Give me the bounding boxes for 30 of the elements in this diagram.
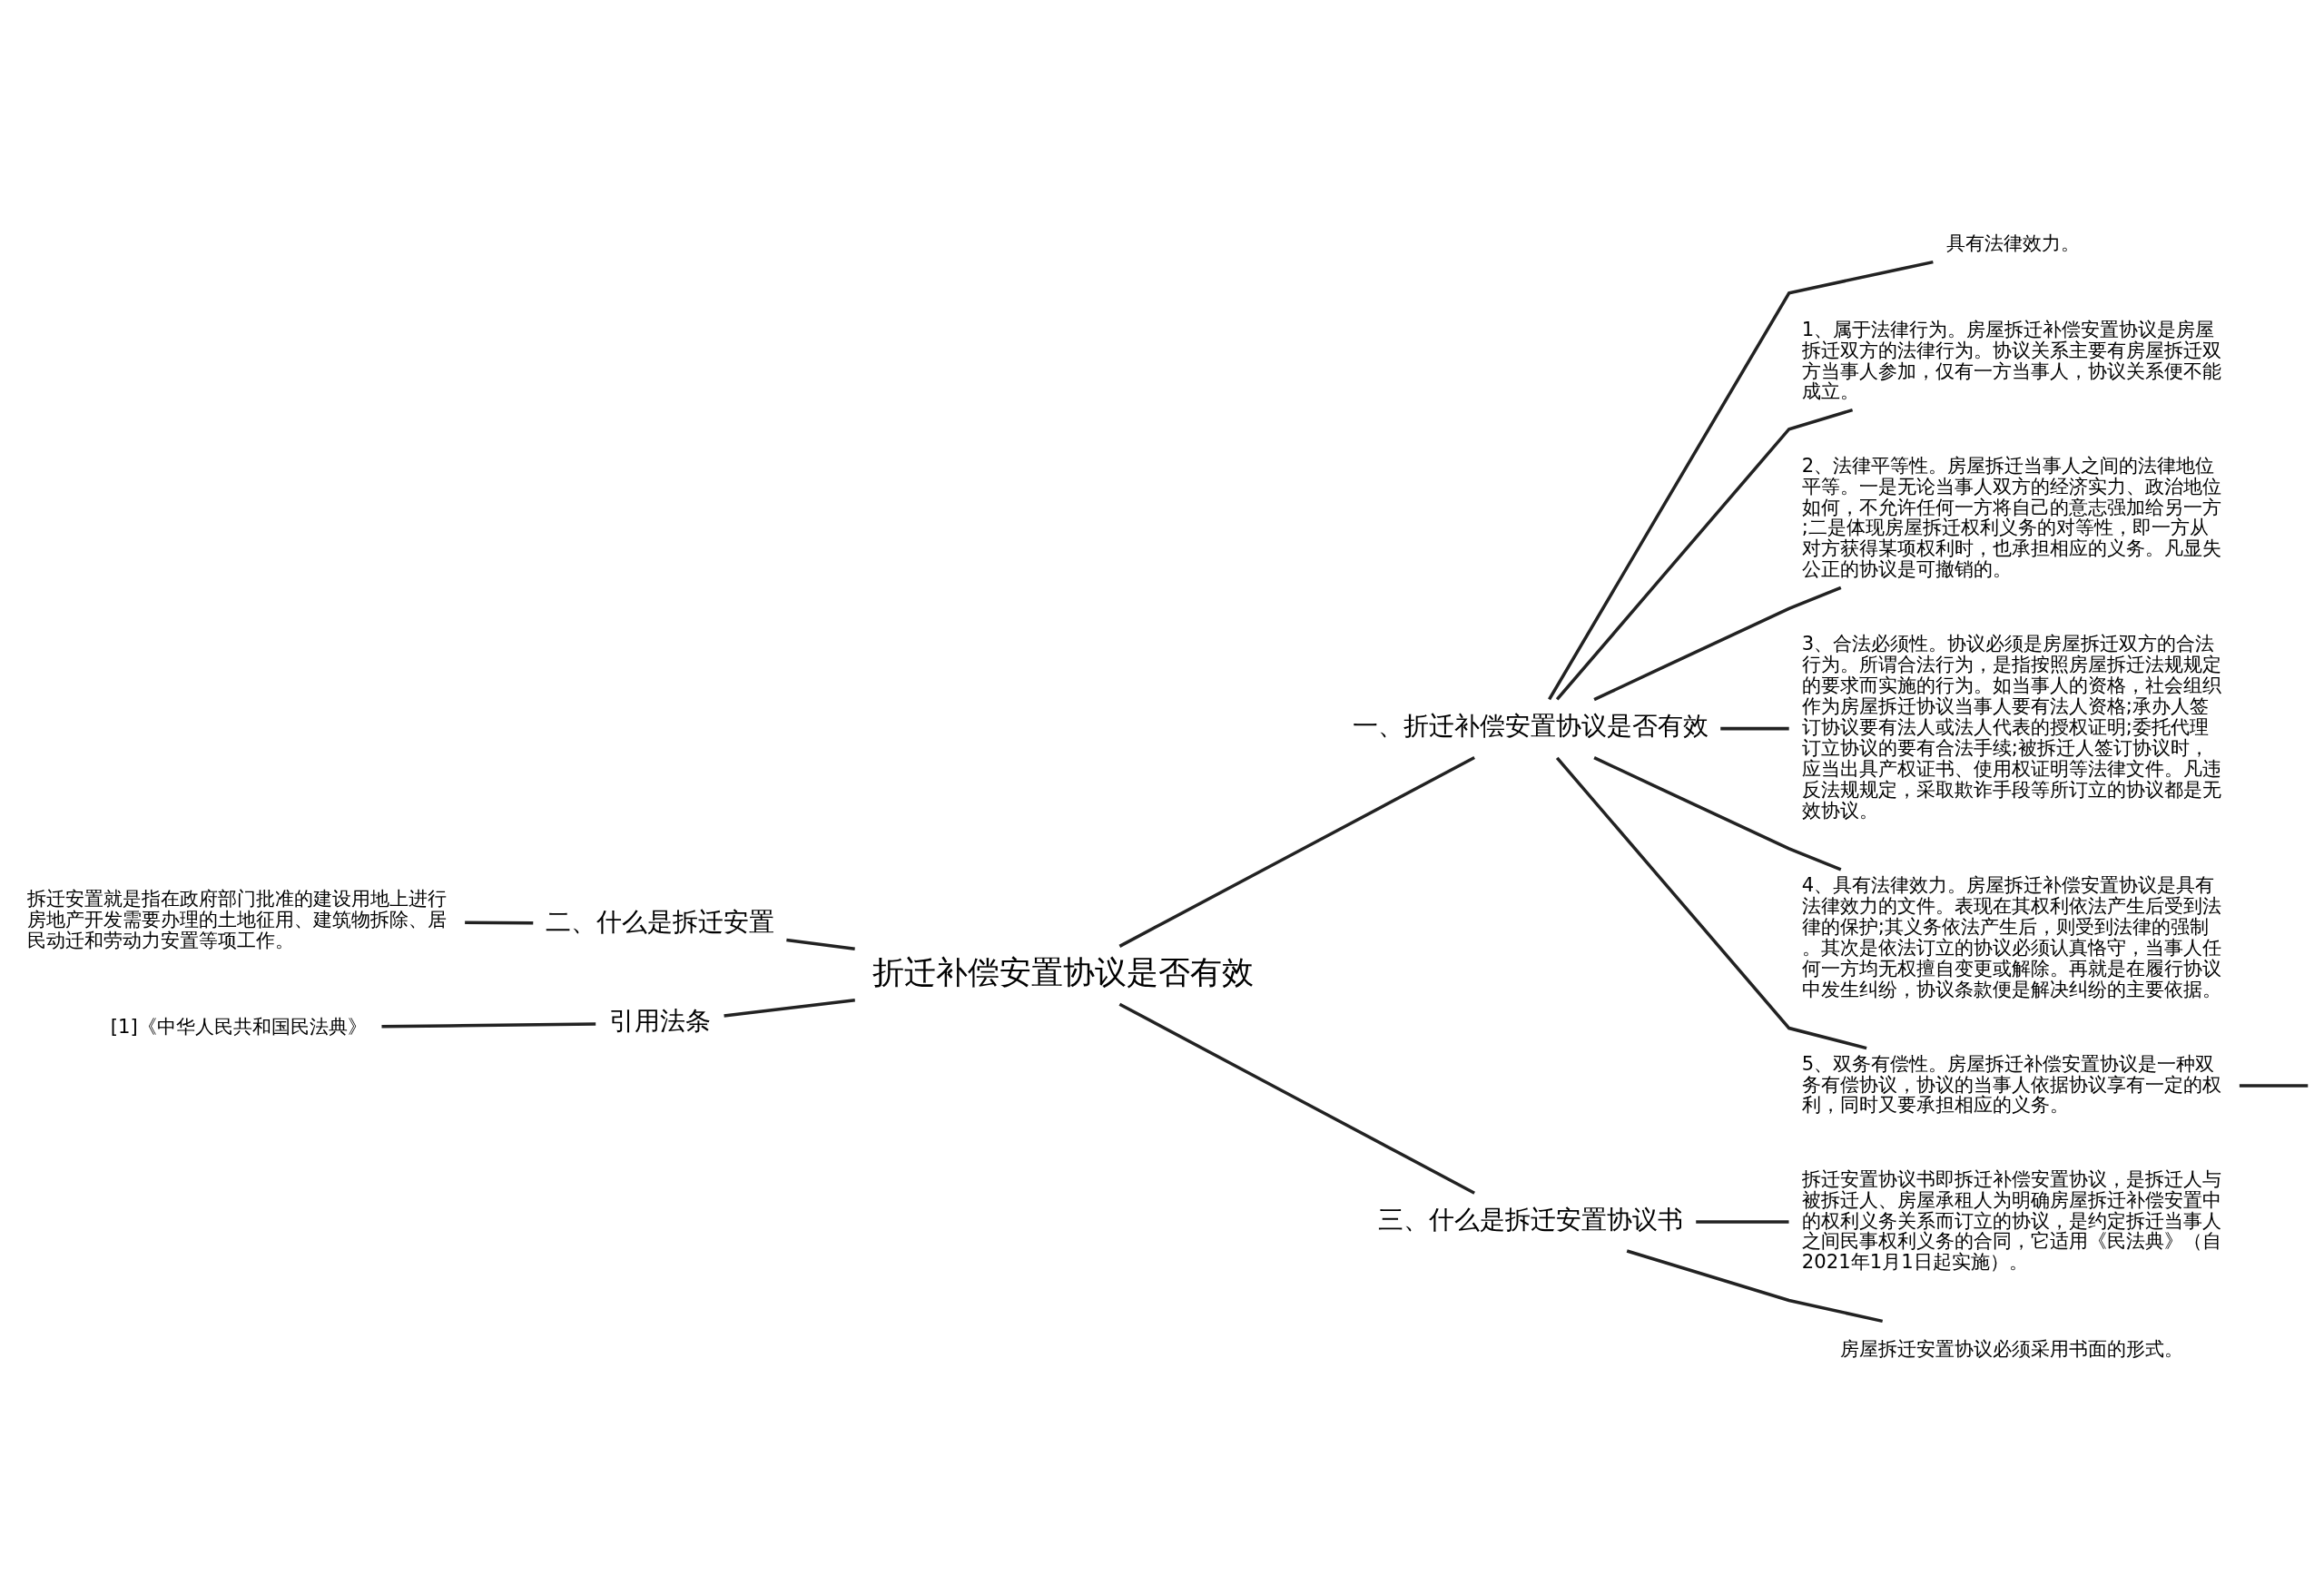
node-text: 5、双务有偿性。房屋拆迁补偿安置协议是一种双务有偿协议，协议的当事人依据协议享有一定的权利，同时又要承担相应的义务。 bbox=[1801, 1051, 2221, 1117]
node-text: 折迁补偿安置协议是否有效 bbox=[872, 953, 1255, 991]
node-text: 一、折迁补偿安置协议是否有效 bbox=[1352, 711, 1709, 742]
connector bbox=[1626, 1249, 1884, 1324]
connector bbox=[1720, 726, 1789, 731]
connector bbox=[1118, 1002, 1475, 1195]
connector bbox=[724, 998, 855, 1018]
connector bbox=[1548, 260, 1934, 701]
node-text: 1、属于法律行为。房屋拆迁补偿安置协议是房屋拆迁双方的法律行为。协议关系主要有房屋拆迁双方当事人参加，仅有一方当事人，协议关系便不能成立。 bbox=[1801, 317, 2221, 403]
connector bbox=[465, 921, 534, 925]
node-text: 2、法律平等性。房屋拆迁当事人之间的法律地位平等。一是无论当事人双方的经济实力、政治地位如何，不允许任何一方将自己的意志强加给另一方;二是体现房屋拆迁权利义务的对等性，即一方从对方获得某项权利时，也承担相应的义务。凡显失公正的协议是可撤销的。 bbox=[1801, 453, 2221, 581]
connector bbox=[1555, 409, 1854, 701]
connector bbox=[1593, 756, 1842, 871]
node-text: 拆迁安置就是指在政府部门批准的建设用地上进行房地产开发需要办理的土地征用、建筑物拆除、居民动迁和劳动力安置等项工作。 bbox=[26, 886, 447, 951]
node-text: 具有法律效力。 bbox=[1945, 231, 2080, 255]
node-text: 房屋拆迁安置协议必须采用书面的形式。 bbox=[1840, 1336, 2184, 1360]
node-text: 二、什么是拆迁安置 bbox=[545, 906, 774, 937]
node-text: 4、具有法律效力。房屋拆迁补偿安置协议是具有法律效力的文件。表现在其权利依法产生后受到法律的保护;其义务依法产生后，则受到法律的强制。其次是依法订立的协议必须认真恪守，当事人任何一方均无权擅自变更或解除。再就是在履行协议中发生纠纷，协议条款便是解决纠纷的主要依据。 bbox=[1801, 872, 2221, 1000]
node-text: 引用法条 bbox=[608, 1005, 711, 1036]
node-text: 拆迁安置协议书即拆迁补偿安置协议，是拆迁人与被拆迁人、房屋承租人为明确房屋拆迁补偿安置中的权利义务关系而订立的协议，是约定拆迁当事人之间民事权利义务的合同，它适用《民法典》（自2021年1月1日起实施）。 bbox=[1801, 1167, 2221, 1274]
connector bbox=[1593, 586, 1842, 702]
node-text: 3、合法必须性。协议必须是房屋拆迁双方的合法行为。所谓合法行为，是指按照房屋拆迁法规规定的要求而实施的行为。如当事人的资格，社会组织作为房屋拆迁协议当事人要有法人资格;承办人签订协议要有法人或法人代表的授权证明;委托代理订立协议的要有合法手续;被拆迁人签订协议时，应当出具产权证书、使用权证明等法律文件。凡违反法规规定，采取欺诈手段等所订立的协议都是无效协议。 bbox=[1801, 632, 2221, 822]
connector bbox=[786, 938, 855, 950]
node-text: [1]《中华人民共和国民法典》 bbox=[110, 1015, 367, 1039]
connector bbox=[1555, 756, 1867, 1050]
node-text: 三、什么是拆迁安置协议书 bbox=[1377, 1204, 1683, 1235]
connector bbox=[381, 1022, 596, 1029]
connector bbox=[2239, 1084, 2309, 1088]
connector bbox=[1118, 755, 1475, 948]
connector bbox=[1696, 1220, 1789, 1224]
